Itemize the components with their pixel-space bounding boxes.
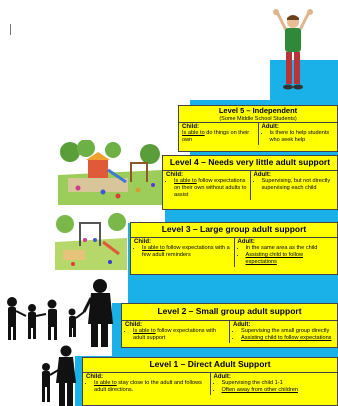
level-4-adult-col: Adult: Supervising, but not directly sup… [249,170,338,200]
level-2-adult-item: Assisting child to follow expectations [241,335,334,342]
level-3-child-item: Is able to follow expectations with a fe… [142,245,231,259]
level-1-child-item: Is able to stay close to the adult and f… [94,380,207,394]
level-5-adult-item: Is there to help students who seek help [270,130,335,144]
level-4-child-label: Child: [166,171,183,178]
level-1-adult-item: Supervising the child 1-1 [222,380,335,387]
level-4-box: Level 4 – Needs very little adult suppor… [162,155,338,210]
level-4-adult-item: Supervising, but not directly supervisin… [262,178,335,192]
level-5-subtitle: (Some Middle School Students) [219,115,297,122]
level-2-adult-item: Supervising the small group directly [241,328,334,335]
level-5-title-text: Level 5 – Independent [218,106,298,115]
level-2-child-item: Is able to follow expectations with adul… [133,328,226,342]
level-1-adult-label: Adult: [213,373,231,380]
level-3-box: Level 3 – Large group adult support Chil… [130,222,338,275]
level-3-title: Level 3 – Large group adult support [131,223,337,238]
level-2-child-col: Child: Is able to follow expectations wi… [122,321,229,343]
level-5-box: Level 5 – Independent (Some Middle Schoo… [178,105,338,152]
level-1-adult-item: Often away from other children [222,387,335,394]
playground-illustration [58,140,163,205]
level-3-adult-label: Adult: [237,238,255,245]
level-4-child-item: Is able to follow expectations on their … [174,178,247,199]
level-5-child-col: Child: Is able to do things on their own [179,123,258,145]
level-5-adult-col: Adult: Is there to help students who see… [257,122,338,145]
step-top [270,60,338,100]
level-3-adult-col: Adult: In the same area as the child Ass… [233,237,338,267]
level-3-child-col: Child: Is able to follow expectations wi… [131,238,234,267]
level-3-child-label: Child: [134,238,151,245]
family-silhouette-illustration [7,279,113,347]
level-1-child-col: Child: Is able to stay close to the adul… [83,373,210,395]
level-4-title: Level 4 – Needs very little adult suppor… [163,156,337,171]
level-5-child-label: Child: [182,123,199,130]
level-5-adult-label: Adult: [261,123,279,130]
adult-child-silhouette-illustration [42,345,76,406]
level-2-child-label: Child: [125,321,142,328]
level-2-box: Level 2 – Small group adult support Chil… [121,303,338,348]
level-1-child-label: Child: [86,373,103,380]
level-3-adult-item: In the same area as the child [246,245,335,252]
level-2-adult-col: Adult: Supervising the small group direc… [229,320,337,343]
level-4-child-col: Child: Is able to follow expectations on… [163,171,250,200]
level-3-adult-item: Assisting child to follow expectations [246,252,335,266]
level-4-adult-label: Adult: [253,171,271,178]
level-5-child-text: Is able to do things on their own [182,129,250,143]
level-1-box: Level 1 – Direct Adult Support Child: Is… [82,357,338,406]
playground-small-illustration [55,213,127,270]
text-cursor [10,24,11,35]
level-2-adult-label: Adult: [233,321,251,328]
level-1-adult-col: Adult: Supervising the child 1-1 Often a… [209,372,338,395]
cheering-kid-illustration [273,9,313,90]
level-1-title: Level 1 – Direct Adult Support [83,358,337,373]
level-5-title: Level 5 – Independent (Some Middle Schoo… [179,106,337,123]
level-2-title: Level 2 – Small group adult support [122,304,337,321]
